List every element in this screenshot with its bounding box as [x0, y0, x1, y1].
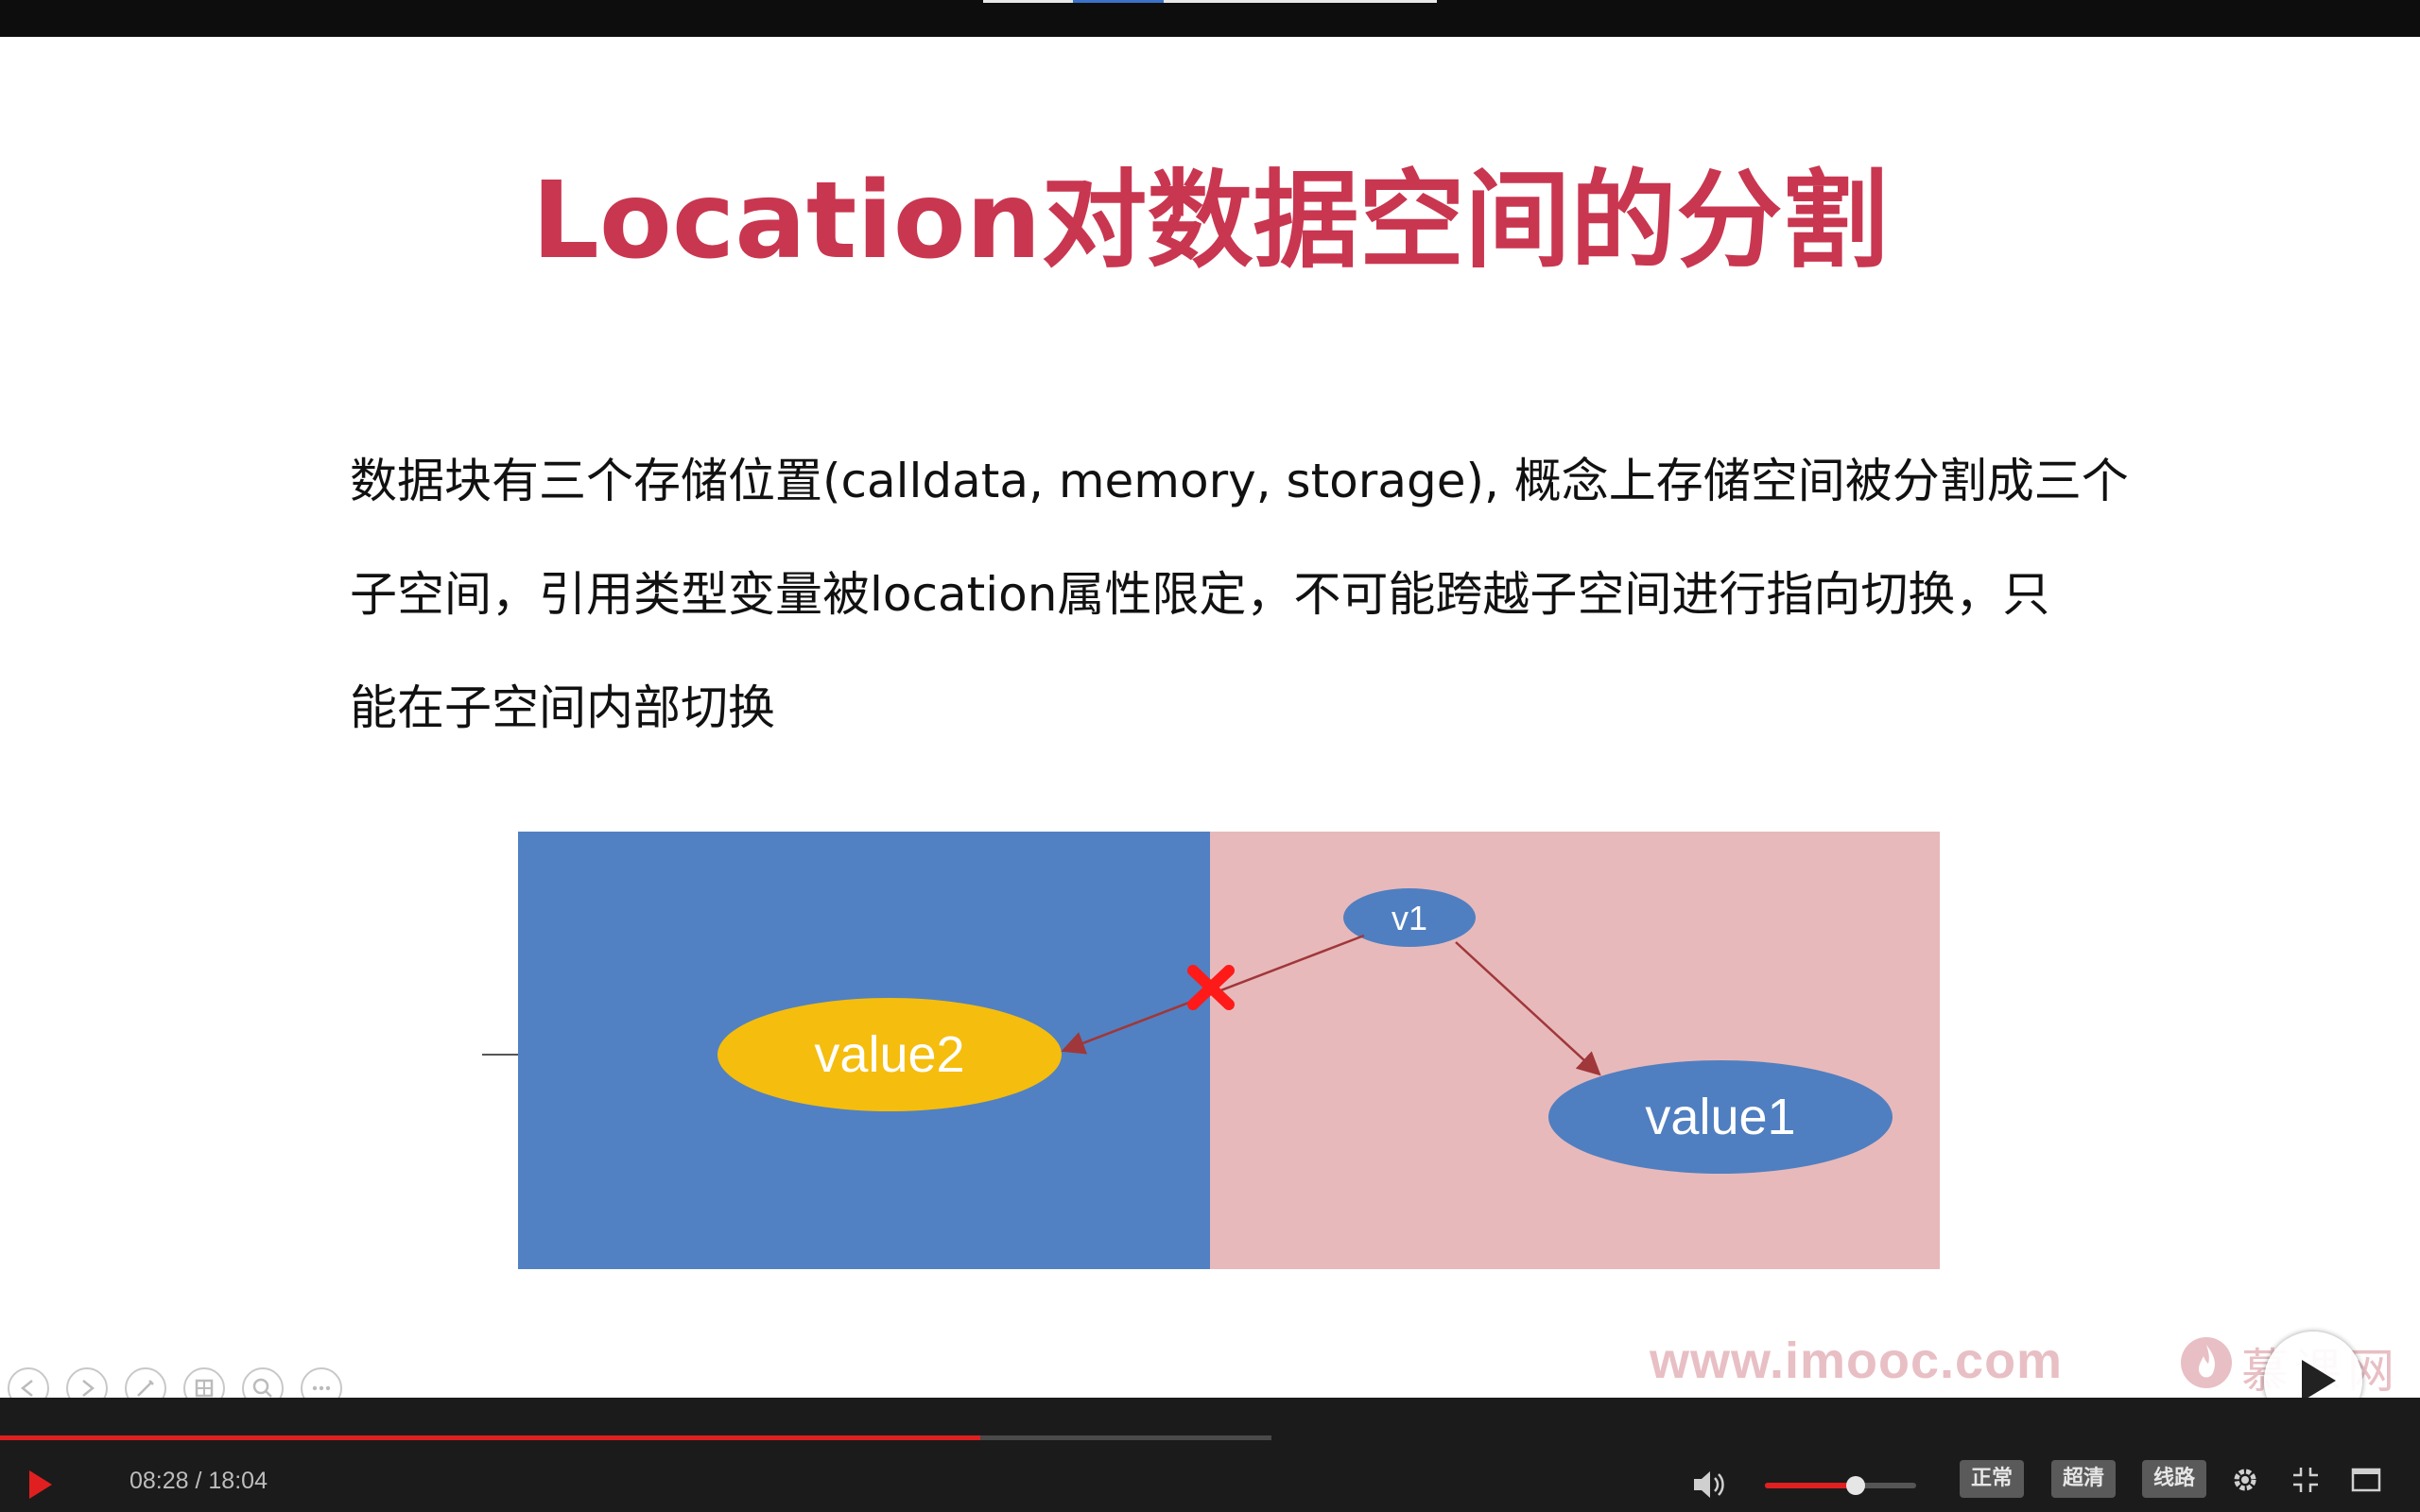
v1-node: [1343, 888, 1476, 947]
v1-label: v1: [1392, 899, 1427, 937]
progress-fill: [0, 1435, 980, 1440]
volume-slider[interactable]: [1765, 1476, 1916, 1495]
watermark: www.imooc.com: [1650, 1332, 2064, 1389]
play-button[interactable]: [21, 1466, 59, 1503]
top-bar: [0, 0, 2420, 37]
prev-slide-icon[interactable]: [8, 1367, 49, 1398]
volume-icon[interactable]: [1690, 1468, 1728, 1502]
value2-label: value2: [814, 1026, 964, 1083]
pen-icon[interactable]: [125, 1367, 166, 1398]
time-display: 08:28 / 18:04: [130, 1468, 268, 1495]
speed-normal-button[interactable]: 正常: [1960, 1460, 2025, 1498]
next-slide-icon[interactable]: [66, 1367, 108, 1398]
play-icon: [2302, 1360, 2336, 1398]
value1-label: value1: [1645, 1089, 1795, 1145]
volume-fill: [1765, 1483, 1856, 1488]
slide-title: Location对数据空间的分割: [531, 160, 1889, 283]
settings-gear-icon[interactable]: [2229, 1464, 2261, 1496]
slides-grid-icon[interactable]: [183, 1367, 225, 1398]
window-mode-icon[interactable]: [2350, 1464, 2382, 1496]
exit-fullscreen-icon[interactable]: [2290, 1464, 2322, 1496]
route-button[interactable]: 线路: [2142, 1460, 2207, 1498]
quality-hd-button[interactable]: 超清: [2051, 1460, 2117, 1498]
tab-strip: [983, 0, 1437, 3]
slide-body: 数据块有三个存储位置(calldata, memory, storage), 概…: [350, 424, 2129, 765]
player-controls: 08:28 / 18:04 正常 超清 线路: [0, 1398, 2420, 1512]
body-line-1: 数据块有三个存储位置(calldata, memory, storage), 概…: [350, 454, 2129, 508]
play-icon: [29, 1470, 52, 1499]
value2-node: [717, 998, 1062, 1111]
location-diagram: value2 v1 value1: [482, 832, 1940, 1269]
body-line-2: 子空间，引用类型变量被location属性限定，不可能跨越子空间进行指向切换，只: [350, 567, 2050, 622]
flame-icon: [2181, 1337, 2232, 1388]
blocked-cross-icon: [1187, 965, 1235, 1010]
value1-node: [1548, 1060, 1893, 1174]
time-total: 18:04: [208, 1468, 268, 1494]
progress-bar[interactable]: [0, 1435, 1271, 1440]
more-options-icon[interactable]: [301, 1367, 342, 1398]
volume-knob[interactable]: [1846, 1476, 1865, 1495]
time-separator: /: [188, 1468, 209, 1494]
zoom-icon[interactable]: [242, 1367, 284, 1398]
time-current: 08:28: [130, 1468, 189, 1494]
arrow-v1-to-value1: [1455, 941, 1601, 1076]
big-play-button[interactable]: [2264, 1332, 2362, 1398]
slide: Location对数据空间的分割 数据块有三个存储位置(calldata, me…: [0, 37, 2420, 1398]
tab-strip-active: [1073, 0, 1164, 3]
body-line-3: 能在子空间内部切换: [350, 680, 775, 735]
